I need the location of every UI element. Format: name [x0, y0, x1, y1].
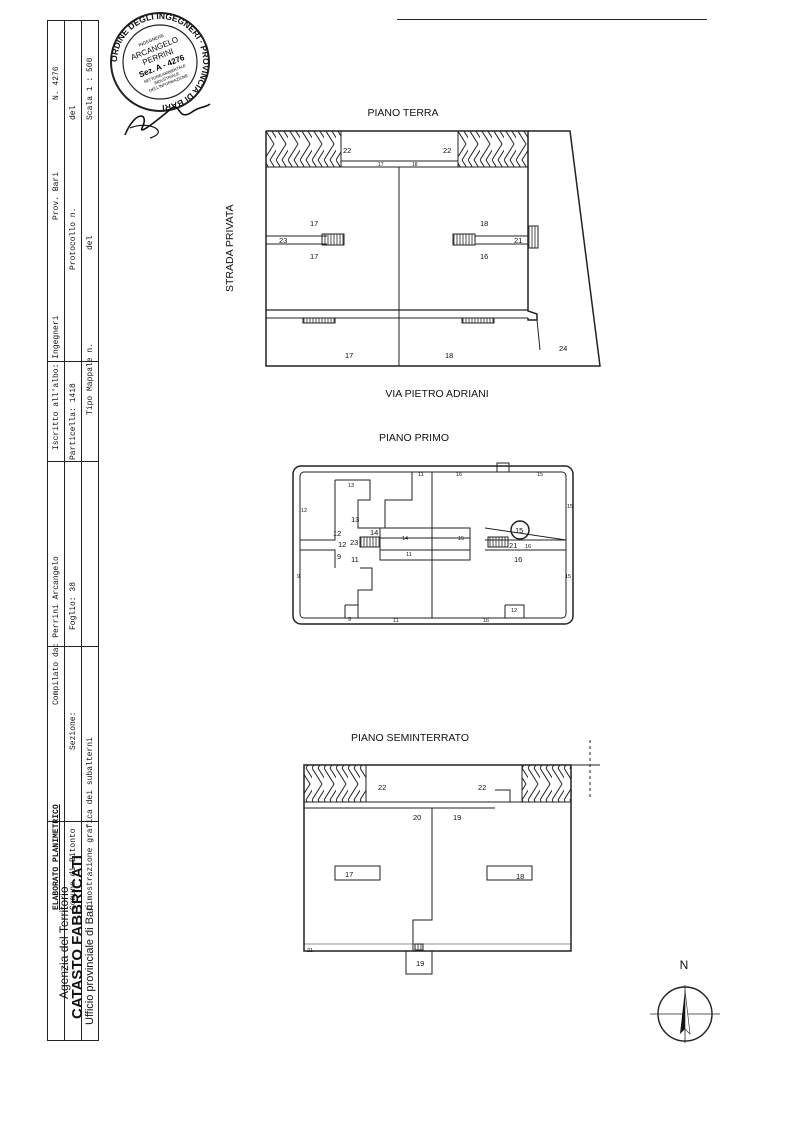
svg-text:11: 11 — [406, 552, 412, 558]
svg-text:14: 14 — [402, 536, 408, 542]
svg-text:13: 13 — [351, 515, 359, 524]
street-adriani-label: VIA PIETRO ADRIANI — [385, 388, 488, 400]
svg-text:22: 22 — [443, 146, 451, 155]
first-floor-plan — [292, 462, 574, 625]
signature — [124, 103, 211, 136]
svg-text:16: 16 — [480, 252, 488, 261]
svg-text:14: 14 — [370, 528, 378, 537]
svg-text:23: 23 — [350, 538, 358, 547]
svg-text:17: 17 — [310, 252, 318, 261]
svg-text:19: 19 — [453, 813, 461, 822]
svg-text:19: 19 — [416, 959, 424, 968]
svg-text:21: 21 — [307, 948, 313, 954]
north-arrow-icon: N — [650, 958, 720, 1043]
svg-text:17: 17 — [378, 162, 384, 168]
svg-text:11: 11 — [393, 618, 399, 624]
svg-text:16: 16 — [456, 472, 462, 478]
svg-text:9: 9 — [337, 552, 341, 561]
svg-text:12: 12 — [511, 608, 517, 614]
svg-text:12: 12 — [333, 529, 341, 538]
basement-labels: 22 22 20 19 17 18 21 19 — [307, 783, 524, 968]
svg-text:N: N — [680, 958, 689, 972]
svg-text:15: 15 — [515, 526, 523, 535]
ground-floor-labels: 22 22 17 18 17 18 23 21 17 16 17 18 24 — [279, 146, 567, 360]
svg-text:11: 11 — [418, 472, 424, 478]
svg-text:21: 21 — [509, 541, 517, 550]
first-floor-labels: 11 16 15 13 12 13 15 12 14 14 15 15 12 2… — [297, 472, 573, 624]
svg-text:15: 15 — [537, 472, 543, 478]
ground-floor-plan — [265, 130, 601, 367]
title-block: ELABORATO PLANIMETRICO Compilato da: Per… — [47, 20, 99, 1041]
svg-text:16: 16 — [514, 555, 522, 564]
svg-text:15: 15 — [458, 536, 464, 542]
engineer-stamp: ORDINE DEGLI INGEGNERI · PROVINCIA DI BA… — [109, 11, 211, 139]
basement-title: PIANO SEMINTERRATO — [351, 732, 469, 744]
svg-text:17: 17 — [310, 219, 318, 228]
svg-text:22: 22 — [343, 146, 351, 155]
first-floor-title: PIANO PRIMO — [379, 432, 449, 444]
svg-text:9: 9 — [297, 574, 300, 580]
svg-text:11: 11 — [351, 555, 359, 564]
svg-text:16: 16 — [525, 544, 531, 550]
svg-text:13: 13 — [348, 483, 354, 489]
svg-text:15: 15 — [567, 504, 573, 510]
svg-text:18: 18 — [516, 872, 524, 881]
svg-text:22: 22 — [378, 783, 386, 792]
ground-floor-title: PIANO TERRA — [368, 107, 439, 119]
svg-text:16: 16 — [483, 618, 489, 624]
svg-text:22: 22 — [478, 783, 486, 792]
svg-text:21: 21 — [514, 236, 522, 245]
svg-text:18: 18 — [480, 219, 488, 228]
svg-text:17: 17 — [345, 870, 353, 879]
svg-text:17: 17 — [345, 351, 353, 360]
svg-text:12: 12 — [301, 508, 307, 514]
svg-text:18: 18 — [412, 162, 418, 168]
svg-text:9: 9 — [348, 617, 351, 623]
svg-text:23: 23 — [279, 236, 287, 245]
svg-text:24: 24 — [559, 344, 567, 353]
svg-text:12: 12 — [338, 540, 346, 549]
header-rule — [397, 19, 707, 20]
svg-text:15: 15 — [565, 574, 571, 580]
basement-plan — [303, 740, 600, 975]
street-private-label: STRADA PRIVATA — [224, 204, 236, 292]
svg-text:20: 20 — [413, 813, 421, 822]
svg-text:18: 18 — [445, 351, 453, 360]
